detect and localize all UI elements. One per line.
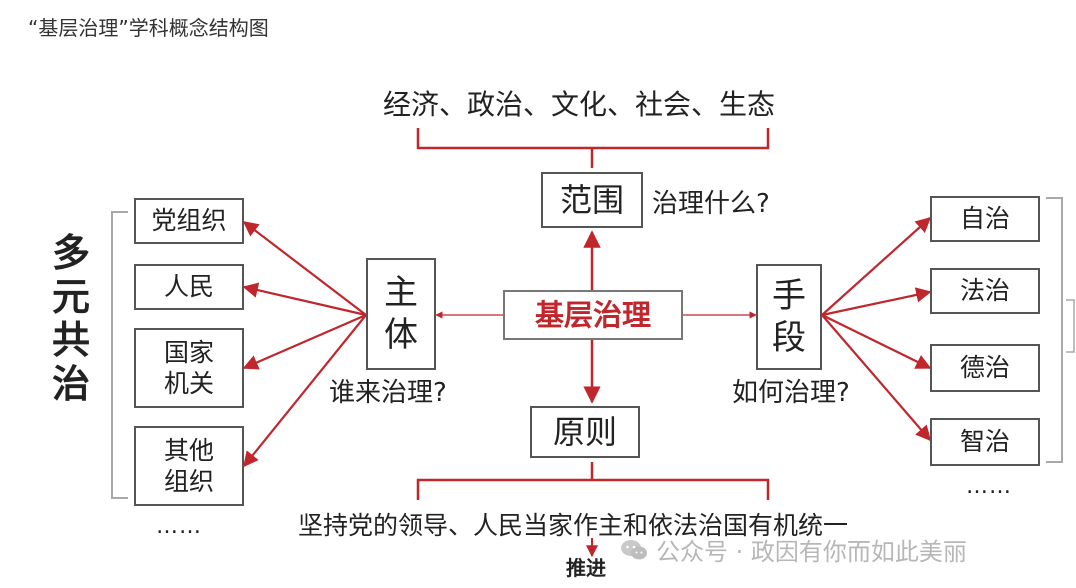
watermark: 公众号 · 政因有你而如此美丽 [620,532,967,567]
arrow-subject-to-item-1 [242,221,367,316]
arrow-subject-to-item-4 [243,314,367,468]
principle-label: 原则 [552,413,617,451]
means-item-label: 法治 [959,276,1010,306]
means-box: 手 段 [756,264,822,370]
multi-char-2: 元 [51,274,90,319]
subject-item: 党组织 [134,198,244,244]
means-item: 自治 [930,196,1040,242]
means-item-label: 自治 [959,204,1010,234]
means-item: 智治 [930,418,1040,466]
subject-box: 主 体 [366,258,436,370]
means-item: 法治 [930,268,1040,314]
subjects-ellipsis: …… [156,514,202,539]
subject-label-bottom: 体 [384,315,418,355]
scope-question: 治理什么? [652,189,770,219]
principle-box: 原则 [530,406,640,458]
arrow-means-to-item-3 [821,314,932,369]
subject-item-line1: 其他 [163,435,214,465]
top-brace [416,128,770,168]
top-topics: 经济、政治、文化、社会、生态 [383,88,776,121]
multi-char-1: 多 [51,231,90,275]
subject-question: 谁来治理? [329,378,447,408]
means-question: 如何治理? [732,378,850,408]
right-bracket [1046,197,1063,463]
right-edge-bracket [1066,299,1075,353]
principle-text: 坚持党的领导、人民当家作主和依法治国有机统一 [298,511,849,540]
arrow-means-to-item-1 [821,216,932,316]
subject-item-label: 党组织 [151,206,227,236]
scope-box: 范围 [541,172,643,228]
means-ellipsis: …… [966,474,1012,499]
means-item-label: 智治 [959,427,1010,457]
arrow-subject-to-item-2 [242,282,367,317]
subject-item: 人民 [134,264,244,310]
push-text: 推进 [566,556,606,580]
multi-governance-label: 多 元 共 治 [48,231,94,407]
scope-label: 范围 [559,181,624,219]
subject-item-label: 人民 [163,272,214,302]
means-label-bottom: 段 [772,318,806,358]
center-box: 基层治理 [503,290,683,340]
multi-char-3: 共 [51,318,90,363]
bottom-brace [416,462,770,500]
subject-item-line2: 机关 [163,369,214,398]
subject-label-top: 主 [384,272,418,313]
arrow-subject-to-item-3 [242,313,367,370]
means-label-top: 手 [772,275,806,316]
subject-item-line1: 国家 [163,337,214,367]
wechat-icon [621,539,647,559]
means-item-label: 德治 [959,353,1010,383]
left-bracket [111,211,128,499]
arrow-means-to-item-2 [821,287,932,317]
multi-char-4: 治 [51,362,90,407]
means-item: 德治 [930,344,1040,392]
subject-item: 其他 组织 [134,426,244,506]
subject-item-line2: 组织 [163,467,214,496]
watermark-text: 公众号 · 政因有你而如此美丽 [656,538,967,566]
arrow-means-to-item-4 [821,314,932,442]
diagram-title: “基层治理”学科概念结构图 [28,16,269,40]
subject-item: 国家 机关 [134,328,244,408]
